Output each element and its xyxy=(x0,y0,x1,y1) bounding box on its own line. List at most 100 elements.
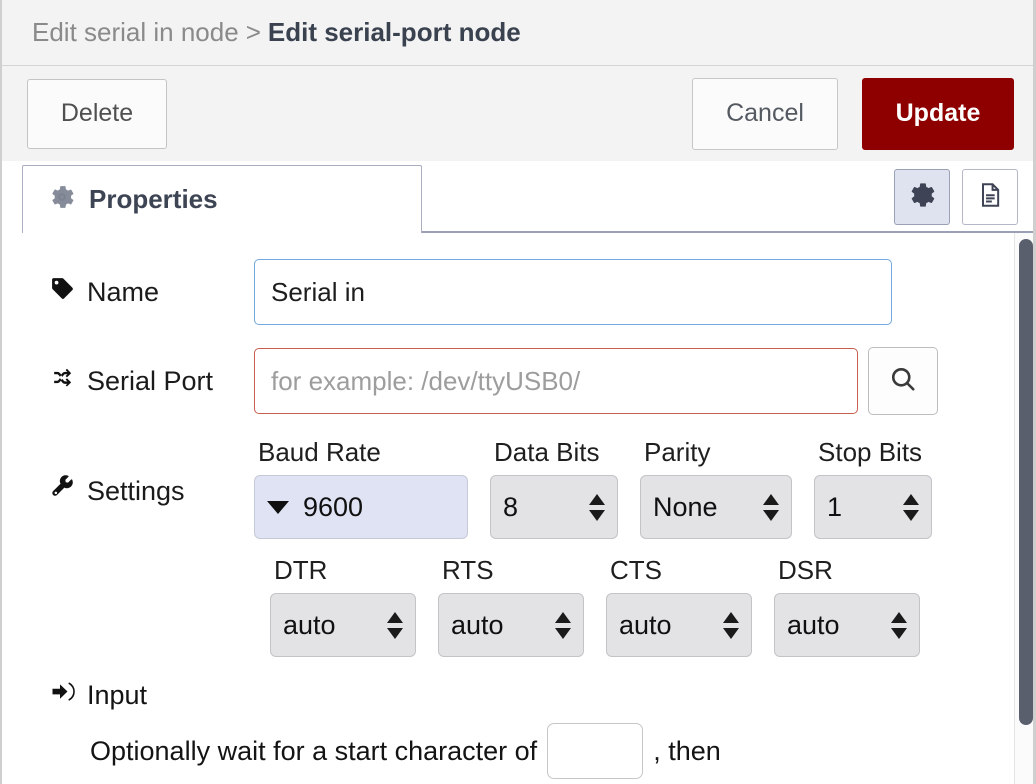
breadcrumb-separator: > xyxy=(245,17,261,47)
tag-icon xyxy=(50,276,75,308)
settings-label: Settings xyxy=(32,475,254,507)
vertical-scrollbar-track[interactable] xyxy=(1014,233,1036,784)
sign-in-icon xyxy=(50,679,75,711)
settings-label-text: Settings xyxy=(87,475,185,506)
name-label: Name xyxy=(32,276,254,308)
arrow-down-icon[interactable] xyxy=(763,509,779,521)
arrow-up-icon[interactable] xyxy=(589,493,605,505)
row-settings: Settings Baud Rate 9600 Data Bits xyxy=(32,437,984,539)
cts-caption: CTS xyxy=(610,555,662,585)
name-input[interactable] xyxy=(254,259,892,325)
field-rts: RTS auto xyxy=(438,555,584,657)
start-character-input[interactable] xyxy=(547,723,644,779)
field-baud-rate: Baud Rate 9600 xyxy=(254,437,468,539)
field-stop-bits: Stop Bits 1 xyxy=(814,437,932,539)
arrow-down-icon[interactable] xyxy=(387,627,403,639)
serial-port-input[interactable] xyxy=(254,348,858,414)
data-bits-value: 8 xyxy=(503,491,519,522)
stepper-arrows-icon[interactable] xyxy=(891,611,907,639)
field-dsr: DSR auto xyxy=(774,555,920,657)
breadcrumb: Edit serial in node>Edit serial-port nod… xyxy=(32,17,521,48)
parity-select[interactable]: None xyxy=(640,475,792,539)
arrow-down-icon[interactable] xyxy=(589,509,605,521)
field-parity: Parity None xyxy=(640,437,792,539)
data-bits-caption: Data Bits xyxy=(494,437,600,467)
arrow-up-icon[interactable] xyxy=(891,611,907,623)
gear-icon xyxy=(908,181,936,214)
settings-icon-button[interactable] xyxy=(894,169,950,225)
arrow-up-icon[interactable] xyxy=(555,611,571,623)
row-name: Name xyxy=(32,259,984,325)
gear-icon xyxy=(49,184,75,215)
rts-value: auto xyxy=(451,609,504,640)
field-cts: CTS auto xyxy=(606,555,752,657)
dialog-body: Name Serial Port xyxy=(0,233,1036,784)
dtr-caption: DTR xyxy=(274,555,328,585)
tab-properties-label: Properties xyxy=(89,184,218,214)
baud-rate-value: 9600 xyxy=(303,491,364,522)
update-button[interactable]: Update xyxy=(862,77,1014,150)
dsr-select[interactable]: auto xyxy=(774,593,920,657)
wrench-icon xyxy=(50,475,75,507)
rts-caption: RTS xyxy=(442,555,494,585)
properties-scroll-area: Name Serial Port xyxy=(2,259,1036,779)
rts-select[interactable]: auto xyxy=(438,593,584,657)
stop-bits-value: 1 xyxy=(827,491,843,522)
settings-fields: Baud Rate 9600 Data Bits 8 xyxy=(254,437,932,539)
flow-control-row: DTR auto RTS auto xyxy=(270,555,984,657)
stepper-arrows-icon[interactable] xyxy=(555,611,571,639)
cancel-button[interactable]: Cancel xyxy=(692,77,838,150)
input-section-label: Input xyxy=(87,679,148,710)
chevron-down-icon xyxy=(267,500,289,514)
breadcrumb-current: Edit serial-port node xyxy=(267,17,521,47)
delete-button[interactable]: Delete xyxy=(27,78,167,149)
vertical-scrollbar-thumb[interactable] xyxy=(1019,239,1033,725)
stop-bits-caption: Stop Bits xyxy=(818,437,923,467)
stepper-arrows-icon[interactable] xyxy=(589,493,605,521)
arrow-up-icon[interactable] xyxy=(723,611,739,623)
breadcrumb-previous[interactable]: Edit serial in node xyxy=(32,17,239,47)
tab-properties[interactable]: Properties xyxy=(22,165,422,233)
stepper-arrows-icon[interactable] xyxy=(763,493,779,521)
arrow-up-icon[interactable] xyxy=(387,611,403,623)
parity-value: None xyxy=(653,491,718,522)
document-icon xyxy=(976,181,1004,214)
arrow-down-icon[interactable] xyxy=(903,509,919,521)
stepper-arrows-icon[interactable] xyxy=(723,611,739,639)
serial-port-label-text: Serial Port xyxy=(87,365,214,396)
data-bits-select[interactable]: 8 xyxy=(490,475,618,539)
start-character-text-after: , then xyxy=(653,735,721,766)
input-section-heading: Input xyxy=(50,679,984,711)
arrow-up-icon[interactable] xyxy=(903,493,919,505)
baud-rate-select[interactable]: 9600 xyxy=(254,475,468,539)
dtr-select[interactable]: auto xyxy=(270,593,416,657)
dialog-button-bar: Delete Cancel Update xyxy=(0,66,1036,161)
start-character-sentence: Optionally wait for a start character of… xyxy=(90,723,984,779)
arrow-down-icon[interactable] xyxy=(891,627,907,639)
row-serial-port: Serial Port xyxy=(32,347,984,415)
baud-rate-caption: Baud Rate xyxy=(258,437,381,467)
arrow-down-icon[interactable] xyxy=(555,627,571,639)
parity-caption: Parity xyxy=(644,437,711,467)
arrow-up-icon[interactable] xyxy=(763,493,779,505)
field-dtr: DTR auto xyxy=(270,555,416,657)
cts-value: auto xyxy=(619,609,672,640)
arrow-down-icon[interactable] xyxy=(723,627,739,639)
search-icon xyxy=(888,364,918,399)
dialog-header: Edit serial in node>Edit serial-port nod… xyxy=(0,0,1036,66)
dsr-caption: DSR xyxy=(778,555,833,585)
dsr-value: auto xyxy=(787,609,840,640)
start-character-text-before: Optionally wait for a start character of xyxy=(90,735,538,766)
tab-icon-buttons xyxy=(894,169,1018,225)
serial-port-search-button[interactable] xyxy=(868,347,938,415)
field-data-bits: Data Bits 8 xyxy=(490,437,618,539)
description-icon-button[interactable] xyxy=(962,169,1018,225)
cts-select[interactable]: auto xyxy=(606,593,752,657)
stepper-arrows-icon[interactable] xyxy=(903,493,919,521)
stop-bits-select[interactable]: 1 xyxy=(814,475,932,539)
tab-strip: Properties xyxy=(0,161,1036,233)
serial-port-label: Serial Port xyxy=(32,365,254,397)
shuffle-icon xyxy=(50,365,75,397)
stepper-arrows-icon[interactable] xyxy=(387,611,403,639)
